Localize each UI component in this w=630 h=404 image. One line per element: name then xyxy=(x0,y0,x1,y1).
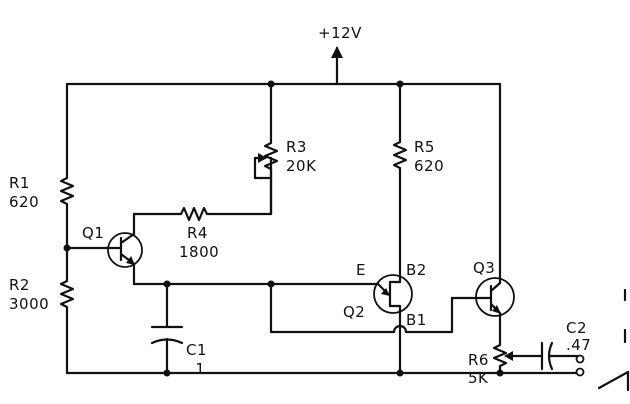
output-terminals xyxy=(575,354,585,377)
junction xyxy=(396,369,404,377)
r5-ref: R5 xyxy=(414,138,435,156)
r6-potentiometer xyxy=(492,311,544,375)
r5-value: 620 xyxy=(414,157,444,175)
q1-emitter-wire xyxy=(132,262,380,286)
junction xyxy=(396,80,404,88)
r6-ref: R6 xyxy=(468,351,489,369)
q2-pin-b1: B1 xyxy=(406,311,427,329)
c1-ref: C1 xyxy=(186,341,207,359)
r1-ref: R1 xyxy=(9,174,30,192)
supply-label: +12V xyxy=(318,24,362,42)
q2-ref: Q2 xyxy=(343,303,365,321)
r3-potentiometer xyxy=(253,82,279,216)
output-pulse-waveform xyxy=(597,288,630,392)
q1-collector-wire xyxy=(132,156,273,236)
r6-value: 5K xyxy=(468,369,489,387)
junction xyxy=(496,369,504,377)
junction xyxy=(63,244,71,252)
r1-value: 620 xyxy=(9,193,39,211)
q2-pin-e: E xyxy=(356,261,366,279)
r1-resistor xyxy=(59,173,75,210)
q3-ref: Q3 xyxy=(473,259,495,277)
q2-pin-b2: B2 xyxy=(406,261,427,279)
supply-arrow xyxy=(331,46,343,86)
r3-value: 20K xyxy=(286,157,317,175)
r4-value: 1800 xyxy=(179,243,219,261)
r5-resistor xyxy=(392,82,408,282)
junction xyxy=(163,369,171,377)
q1-ref: Q1 xyxy=(82,224,104,242)
junction xyxy=(267,80,275,88)
c2-capacitor xyxy=(540,341,582,371)
c2-ref: C2 xyxy=(566,319,587,337)
b1-return-wire xyxy=(269,282,483,334)
r4-ref: R4 xyxy=(187,224,208,242)
q3-transistor xyxy=(475,277,515,317)
r2-value: 3000 xyxy=(9,295,49,313)
q1-transistor xyxy=(107,232,143,268)
r2-ref: R2 xyxy=(9,276,30,294)
c1-value: .1 xyxy=(190,360,205,378)
r4-resistor xyxy=(176,206,213,222)
c1-capacitor xyxy=(150,282,184,375)
c2-value: .47 xyxy=(566,336,591,354)
r3-ref: R3 xyxy=(286,138,307,156)
q2-ujt xyxy=(373,274,413,375)
r2-resistor xyxy=(59,276,75,313)
